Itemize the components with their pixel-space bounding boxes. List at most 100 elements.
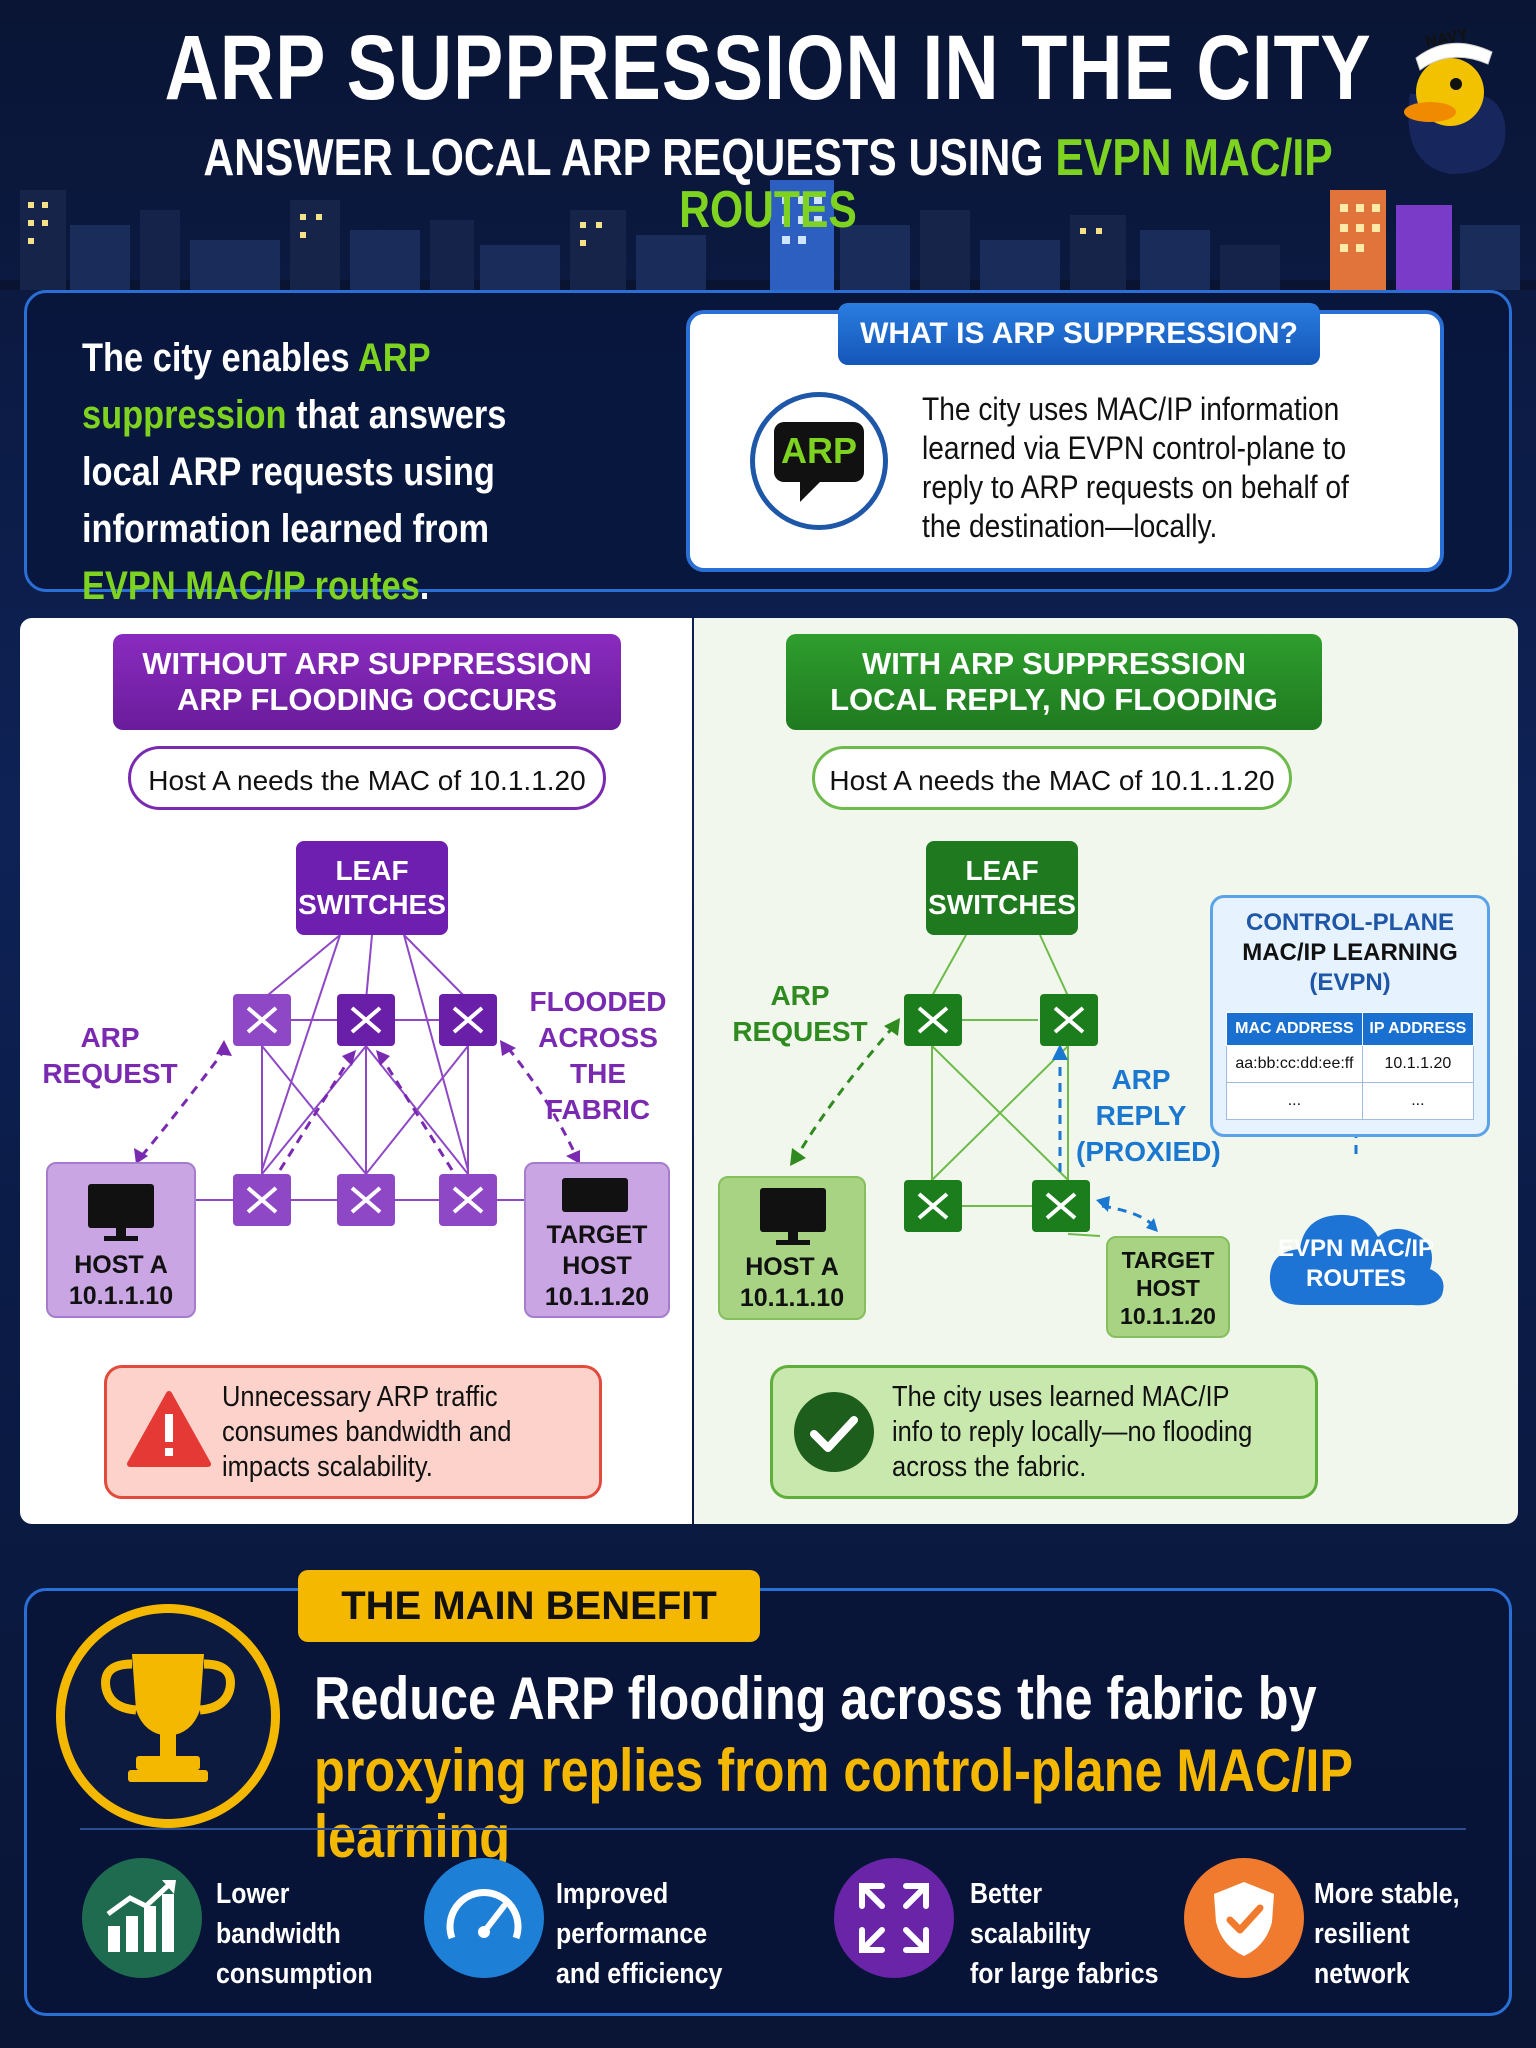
- intro-text-3: .: [419, 564, 430, 608]
- table-cell: aa:bb:cc:dd:ee:ff: [1226, 1045, 1363, 1083]
- trophy-icon: [101, 1654, 235, 1782]
- benefit-item-text: More stable, resilient network: [1314, 1874, 1486, 1994]
- switch-cross-glyphs: [246, 1006, 484, 1214]
- what-is-description: The city uses MAC/IP information learned…: [922, 391, 1349, 544]
- flooded-line2: ACROSS THE: [538, 1022, 658, 1089]
- column-header: IP ADDRESS: [1361, 1012, 1475, 1046]
- cloud-icon: [1269, 1214, 1444, 1306]
- table-cell: ...: [1361, 1082, 1475, 1120]
- with-target-ip: 10.1.1.20: [1120, 1303, 1216, 1329]
- intro-text-2: that answers local ARP requests using in…: [82, 393, 507, 551]
- without-arp-request-line2: REQUEST: [42, 1058, 178, 1089]
- benefit-item-line2: resilient network: [1314, 1918, 1410, 1990]
- table-cell: ...: [1226, 1082, 1363, 1120]
- without-arp-request-line1: ARP: [80, 1022, 140, 1053]
- without-target-line2: HOST: [562, 1252, 632, 1280]
- bar-chart-glyph: [106, 1880, 176, 1952]
- monitor-icon: [562, 1178, 628, 1212]
- expand-arrows-glyph: [859, 1883, 929, 1953]
- benefit-item-line1: Improved performance: [556, 1878, 708, 1950]
- benefit-divider: [80, 1828, 1466, 1830]
- page-title: ARP SUPPRESSION IN THE CITY: [164, 17, 1372, 119]
- with-arp-request-line1: ARP: [770, 980, 830, 1011]
- with-leaf-line1: LEAF: [965, 855, 1039, 886]
- with-header-line2: LOCAL REPLY, NO FLOODING: [830, 682, 1278, 717]
- table-header-row: MAC ADDRESS IP ADDRESS: [1226, 1012, 1475, 1046]
- arp-reply-line1: ARP: [1111, 1064, 1171, 1095]
- benefit-item-text: Better scalability for large fabrics: [970, 1874, 1159, 1994]
- speedometer-icon: [424, 1858, 544, 1978]
- table-row: aa:bb:cc:dd:ee:ff 10.1.1.20: [1226, 1045, 1475, 1083]
- intro-text-1: The city enables: [82, 336, 358, 380]
- without-warning-text: Unnecessary ARP traffic consumes bandwid…: [222, 1381, 512, 1483]
- flooded-label: FLOODED ACROSS THE FABRIC: [510, 984, 686, 1128]
- cloud-label: EVPN MAC/IP ROUTES: [1262, 1234, 1450, 1294]
- with-host-a-name: HOST A: [745, 1253, 839, 1281]
- with-arp-request-line2: REQUEST: [732, 1016, 868, 1047]
- arp-bubble-icon: [750, 392, 888, 530]
- monitor-icon: [760, 1188, 826, 1245]
- without-header-line2: ARP FLOODING OCCURS: [176, 682, 558, 717]
- column-header: MAC ADDRESS: [1226, 1012, 1363, 1046]
- without-leaf-switches: LEAF SWITCHES: [296, 841, 448, 935]
- intro-text: The city enables ARP suppression that an…: [82, 330, 564, 615]
- page-subtitle: ANSWER LOCAL ARP REQUESTS USING EVPN MAC…: [138, 132, 1398, 236]
- table-cell: 10.1.1.20: [1361, 1045, 1475, 1083]
- with-target-line1: TARGET: [1121, 1247, 1215, 1273]
- with-leaf-switches: LEAF SWITCHES: [926, 841, 1078, 935]
- benefit-item-line1: Better scalability: [970, 1878, 1091, 1950]
- without-target-line1: TARGET: [546, 1221, 648, 1249]
- monitor-icon: [88, 1184, 154, 1241]
- flooded-line1: FLOODED: [529, 986, 667, 1017]
- main-benefit-label: THE MAIN BENEFIT: [298, 1570, 760, 1642]
- without-host-a-name: HOST A: [74, 1251, 168, 1279]
- without-header-line1: WITHOUT ARP SUPPRESSION: [142, 646, 592, 681]
- control-plane-title-line2: MAC/IP LEARNING: [1242, 939, 1458, 966]
- benefit-item-line2: for large fabrics: [970, 1958, 1159, 1990]
- subtitle-prefix: ANSWER LOCAL ARP REQUESTS USING: [203, 129, 1056, 187]
- speedometer-glyph: [446, 1889, 522, 1940]
- with-target-host: TARGET HOST 10.1.1.20: [1106, 1236, 1230, 1338]
- without-target-ip: 10.1.1.20: [544, 1283, 650, 1311]
- without-network-lines: [134, 934, 580, 1201]
- with-leaf-line2: SWITCHES: [928, 889, 1076, 920]
- arp-icon-text: ARP: [780, 430, 857, 471]
- benefit-item-text: Lower bandwidth consumption: [216, 1874, 397, 1994]
- benefit-line1: Reduce ARP flooding across the fabric by: [314, 1665, 1317, 1732]
- flooded-line3: FABRIC: [545, 1094, 651, 1125]
- with-target-line2: HOST: [1136, 1275, 1200, 1301]
- check-circle-icon: [794, 1392, 874, 1472]
- bar-chart-icon: [82, 1858, 202, 1978]
- without-arp-request-label: ARP REQUEST: [40, 1020, 180, 1092]
- control-plane-title: CONTROL-PLANE MAC/IP LEARNING (EVPN): [1210, 908, 1490, 998]
- city-skyline: [0, 180, 1536, 290]
- with-host-a-ip: 10.1.1.10: [739, 1284, 845, 1312]
- with-ok-text: The city uses learned MAC/IP info to rep…: [892, 1381, 1253, 1483]
- with-header: WITH ARP SUPPRESSION LOCAL REPLY, NO FLO…: [786, 634, 1322, 730]
- cloud-line2: ROUTES: [1305, 1265, 1406, 1292]
- shield-check-glyph: [1214, 1882, 1274, 1956]
- arp-reply-line3: (PROXIED): [1076, 1136, 1221, 1167]
- with-question-pill: Host A needs the MAC of 10.1..1.20: [812, 746, 1292, 810]
- without-question-pill: Host A needs the MAC of 10.1.1.20: [128, 746, 606, 810]
- warning-icon: [127, 1391, 211, 1467]
- arp-reply-label: ARP REPLY (PROXIED): [1076, 1062, 1221, 1170]
- benefit-item-line1: Lower bandwidth: [216, 1878, 341, 1950]
- expand-arrows-icon: [834, 1858, 954, 1978]
- table-row: ... ...: [1226, 1082, 1475, 1120]
- with-arp-request-label: ARP REQUEST: [730, 978, 870, 1050]
- arp-speech-bubble-icon: [774, 422, 864, 502]
- benefit-line2: proxying replies from control-plane MAC/…: [314, 1737, 1353, 1870]
- without-leaf-line1: LEAF: [335, 855, 409, 886]
- arp-reply-line2: REPLY: [1095, 1100, 1187, 1131]
- control-plane-title-line1: CONTROL-PLANE: [1246, 909, 1454, 936]
- subtitle-highlight: EVPN MAC/IP ROUTES: [679, 129, 1333, 239]
- benefit-item-text: Improved performance and efficiency: [556, 1874, 780, 1994]
- what-is-label: WHAT IS ARP SUPPRESSION?: [838, 303, 1320, 365]
- without-host-a-ip: 10.1.1.10: [68, 1282, 174, 1310]
- benefit-item-line2: and efficiency: [556, 1958, 723, 1990]
- benefit-item-line2: consumption: [216, 1958, 373, 1990]
- trophy-circle: [56, 1604, 280, 1828]
- intro-highlight-1: ARP suppression: [82, 336, 430, 437]
- navy-duck-mascot: [1404, 42, 1506, 174]
